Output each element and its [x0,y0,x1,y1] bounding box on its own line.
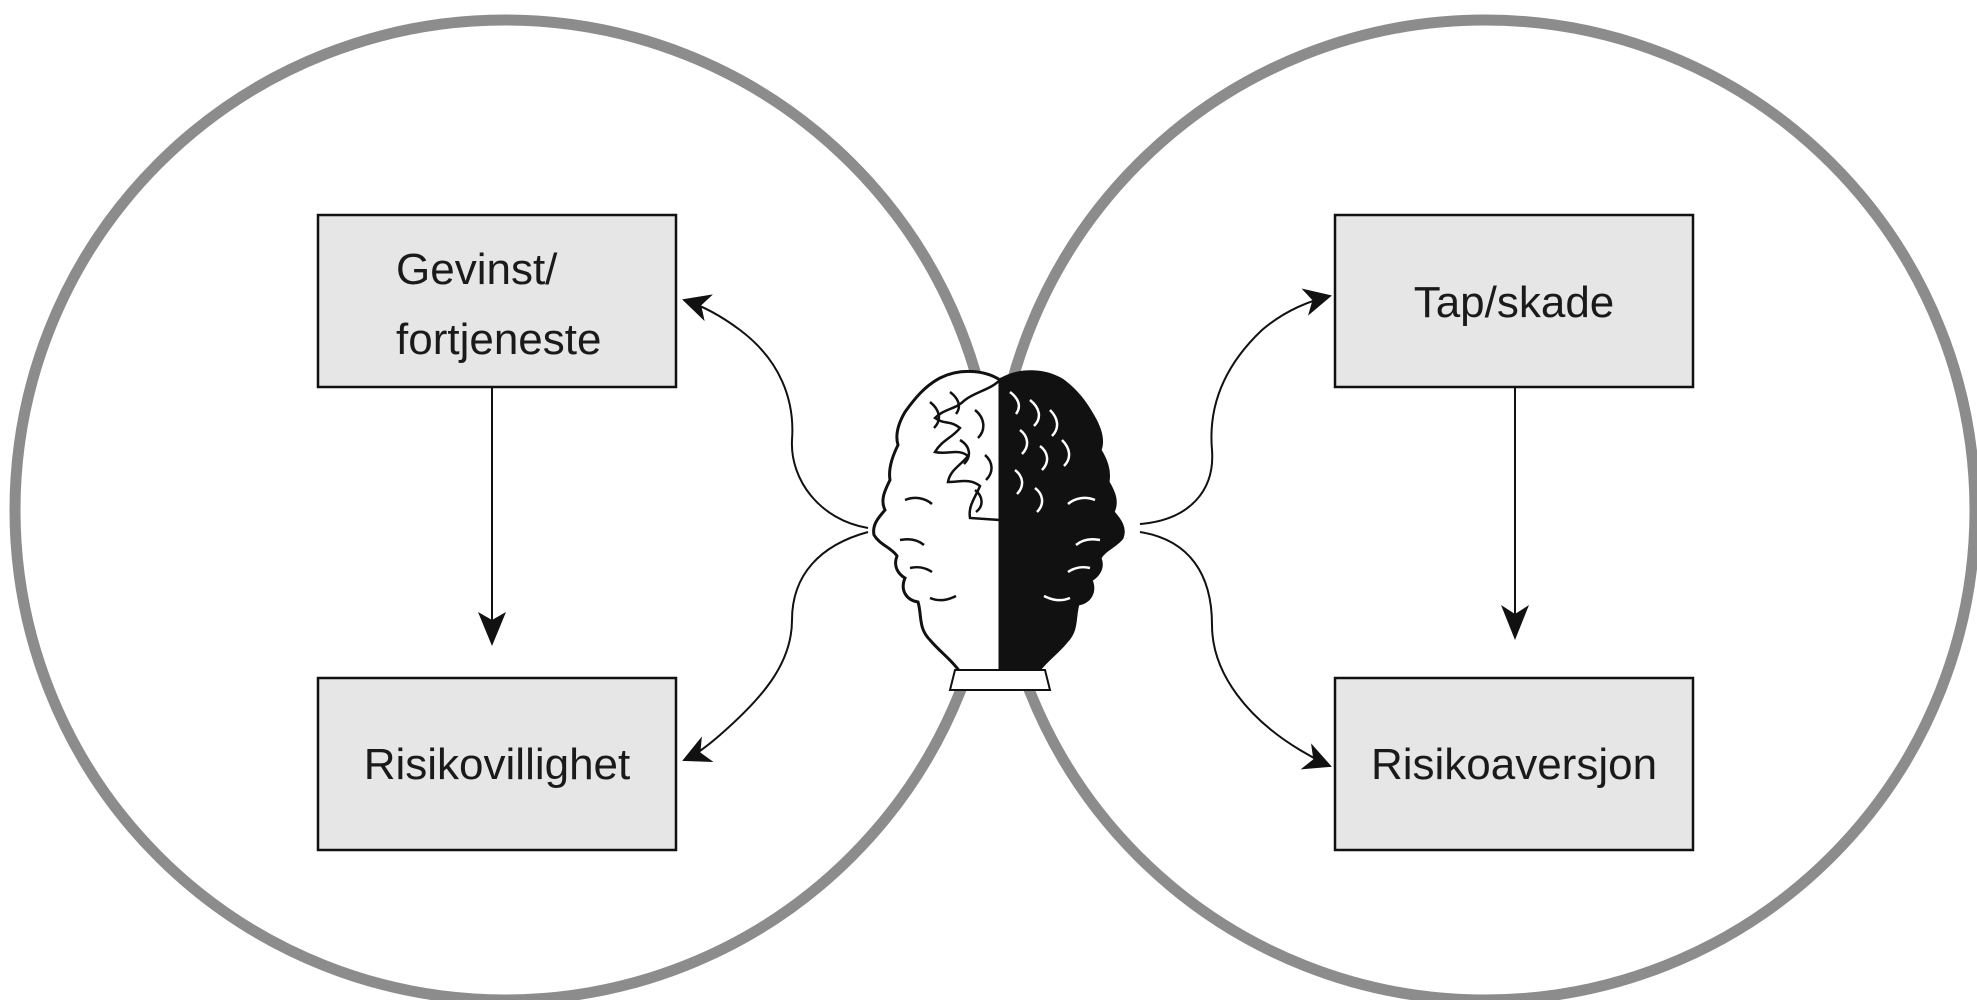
risk-willingness-box: Risikovillighet [316,676,678,852]
risk-willingness-box-rect [316,676,678,852]
arrow-to-gain-box [682,294,869,529]
risk-aversion-box-label: Risikoaversjon [1371,740,1657,789]
loss-box-rect [1333,213,1695,389]
right-vertical-arrow [1501,387,1529,640]
left-vertical-arrow [478,387,506,646]
janus-right-face [998,370,1125,682]
arrow-to-risk-aversion-box [1139,531,1332,770]
arrow-to-loss-box [1139,288,1332,525]
gain-box-label-line1: Gevinst/ [396,245,558,294]
risk-aversion-box-rect [1333,676,1695,852]
risk-aversion-box: Risikoaversjon [1333,676,1695,852]
loss-box: Tap/skade [1333,213,1695,389]
janus-two-faced-head-icon [872,369,1125,691]
gain-box-label-line2: fortjeneste [396,315,601,364]
risk-willingness-box-label: Risikovillighet [364,740,631,789]
right-circle [989,14,1977,1000]
arrow-to-risk-willingness-box [682,531,869,762]
left-circle [9,14,1001,1000]
gain-box-rect [316,213,678,389]
loss-box-label: Tap/skade [1414,278,1615,327]
gain-box: Gevinst/ fortjeneste [316,213,678,389]
